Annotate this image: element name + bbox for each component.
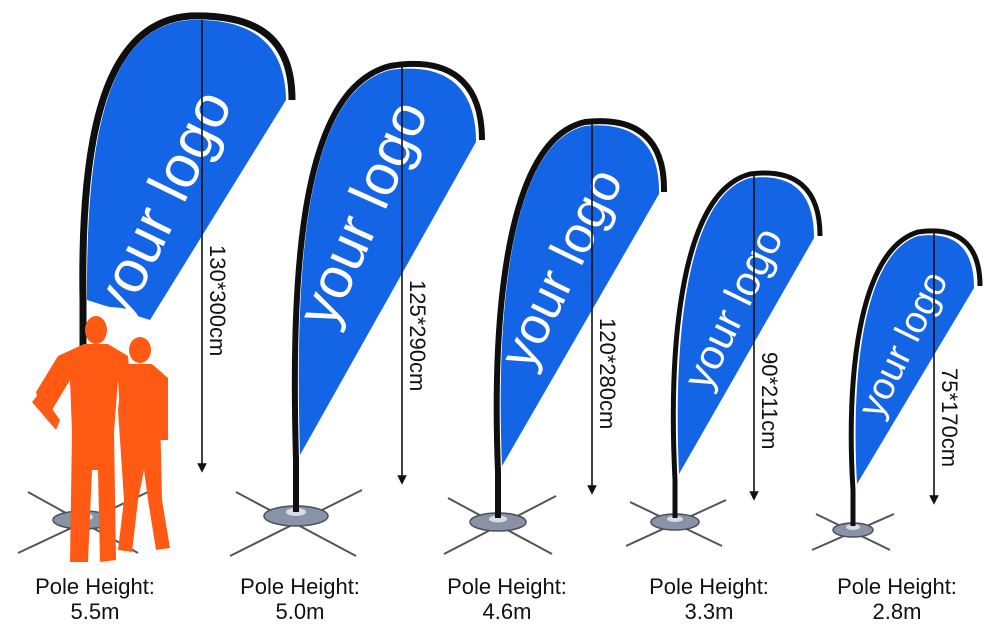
pole-height-value: 5.0m <box>275 599 325 624</box>
pole-height-caption-5: Pole Height: 2.8m <box>802 576 992 623</box>
dimension-label: 90*211cm <box>757 352 782 449</box>
pole-height-value: 3.3m <box>684 599 734 624</box>
flag-banner <box>855 235 974 484</box>
pole-height-label: Pole Height: <box>35 574 155 599</box>
pole-height-label: Pole Height: <box>649 574 769 599</box>
flag-3: your logo 120*280cm <box>443 118 668 555</box>
dimension-label: 120*280cm <box>595 318 620 429</box>
dimension-label: 125*290cm <box>405 280 430 391</box>
pole-height-value: 2.8m <box>872 599 922 624</box>
flag-pole <box>493 118 668 518</box>
dimension-label: 130*300cm <box>205 245 230 356</box>
flag-banner <box>677 177 814 474</box>
flag-1: your logo 130*300cm <box>17 12 296 554</box>
cross-base-icon <box>811 513 895 551</box>
flag-pole <box>291 60 485 512</box>
pole-height-value: 4.6m <box>482 599 532 624</box>
pole-height-caption-3: Pole Height: 4.6m <box>412 576 602 623</box>
flag-pole <box>670 170 823 518</box>
cross-base-icon <box>625 499 727 547</box>
pole-height-value: 5.5m <box>70 599 120 624</box>
pole-height-caption-1: Pole Height: 5.5m <box>0 576 190 623</box>
pole-height-caption-2: Pole Height: 5.0m <box>205 576 395 623</box>
flag-pole <box>848 228 983 526</box>
flag-pole <box>79 12 296 515</box>
flag-4: your logo 90*211cm <box>625 170 823 547</box>
flag-5: your logo 75*170cm <box>811 228 983 551</box>
cross-base-icon <box>229 489 363 557</box>
flag-banner <box>500 125 660 466</box>
pole-height-label: Pole Height: <box>447 574 567 599</box>
flag-banner <box>298 68 476 455</box>
pole-height-caption-4: Pole Height: 3.3m <box>614 576 804 623</box>
flag-2: your logo 125*290cm <box>229 60 485 557</box>
dimension-label: 75*170cm <box>937 368 962 467</box>
flag-banner <box>86 19 286 321</box>
two-people-silhouette-icon <box>32 316 170 562</box>
pole-height-label: Pole Height: <box>240 574 360 599</box>
pole-height-label: Pole Height: <box>837 574 957 599</box>
